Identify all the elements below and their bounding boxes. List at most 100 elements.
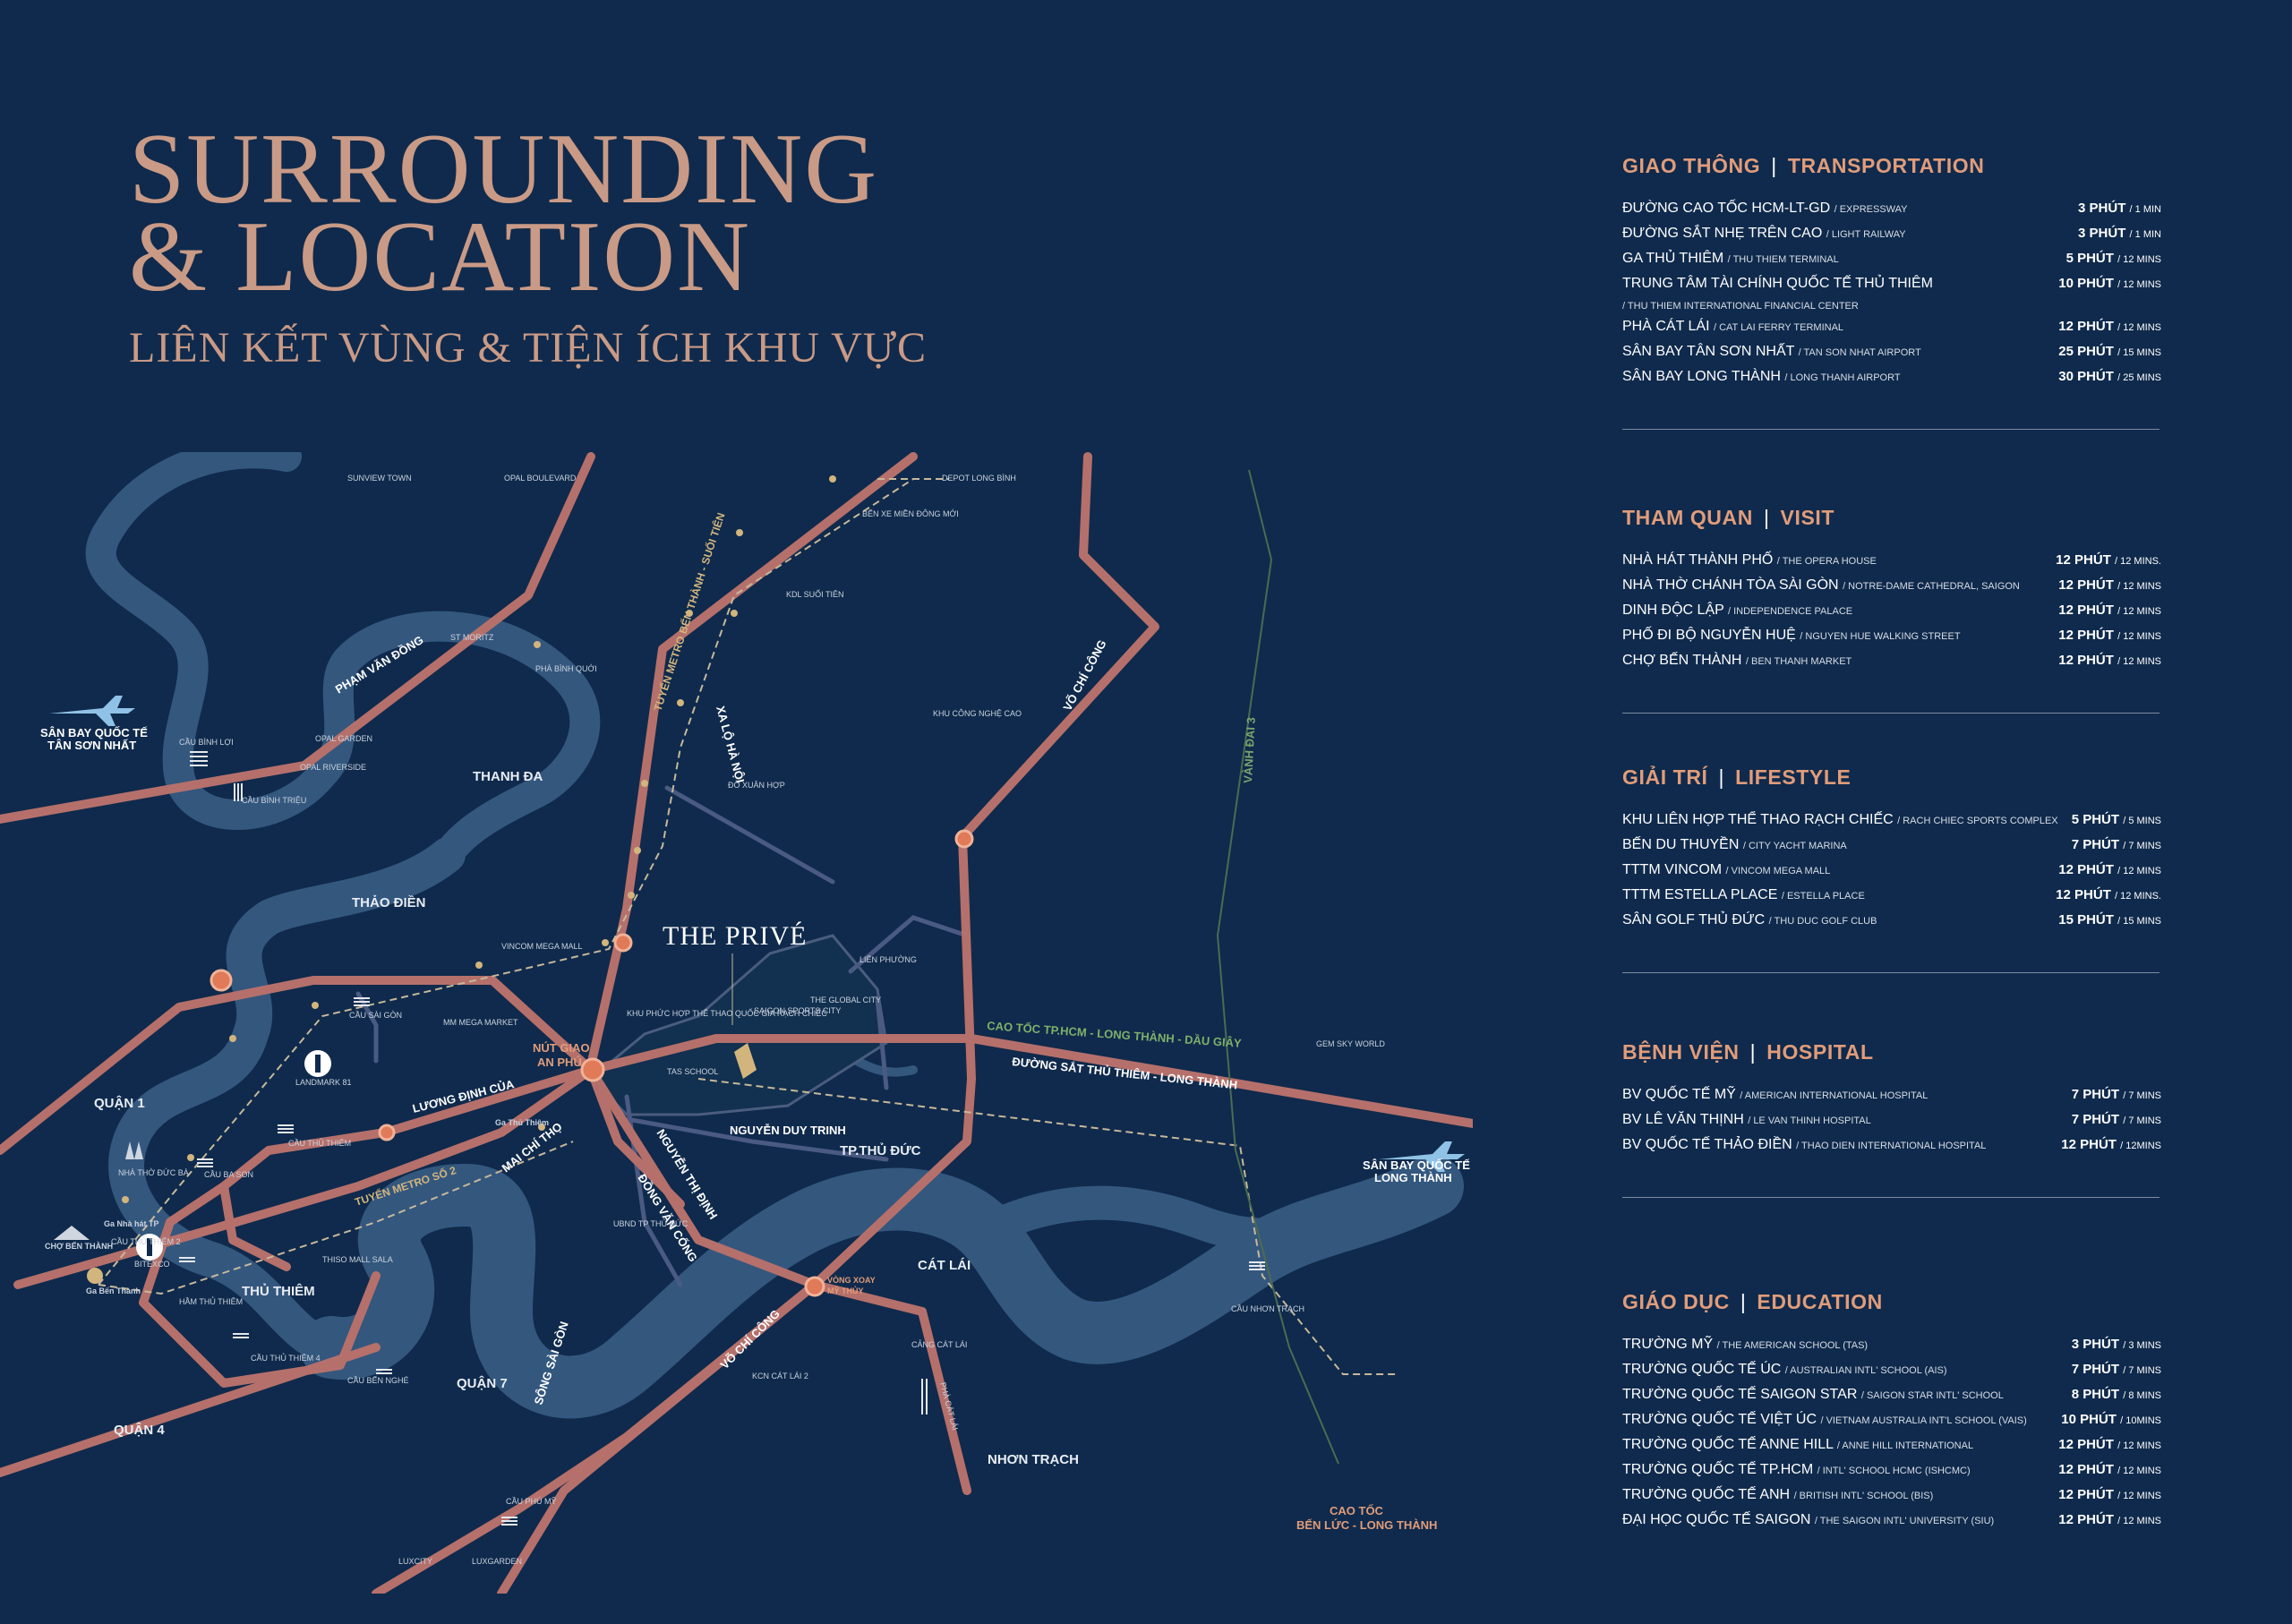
bridge-thu-thiem — [278, 1124, 294, 1133]
junction-vo-chi-cong — [954, 829, 974, 849]
list-item: ĐẠI HỌC QUỐC TẾ SAIGON / THE SAIGON INTL… — [1622, 1508, 2167, 1533]
junction-xa-lo — [613, 933, 633, 953]
item-time: 30 PHÚT — [2058, 369, 2114, 384]
heading-separator: | — [1749, 1040, 1757, 1064]
label-landmark: THISO MALL SALA — [322, 1255, 393, 1264]
label-landmark: CẦU BÌNH LỢI — [179, 738, 234, 747]
label-landmark: CẦU NHƠN TRẠCH — [1231, 1304, 1304, 1313]
item-time-en: / 8 MINS — [2123, 1390, 2161, 1401]
item-time: 12 PHÚT — [2058, 603, 2114, 618]
item-name-en: / THU DUC GOLF CLUB — [1768, 916, 1877, 927]
river-branch-east — [968, 1185, 1378, 1252]
district-cat-lai: CÁT LÁI — [918, 1258, 971, 1273]
label-landmark: KDL SUỐI TIÊN — [786, 589, 844, 599]
item-name: BV LÊ VĂN THỊNH — [1622, 1112, 1744, 1127]
label-landmark: THE GLOBAL CITY — [810, 996, 881, 1004]
ben-thanh-station-icon — [87, 1268, 103, 1284]
item-name: SÂN BAY LONG THÀNH — [1622, 369, 1781, 384]
item-name: TTTM VINCOM — [1622, 862, 1723, 877]
label-landmark: DEPOT LONG BÌNH — [942, 474, 1016, 483]
label-ga-thu-thiem: Ga Thủ Thiêm — [495, 1118, 549, 1127]
item-time-en: / 12 MINS. — [2115, 891, 2161, 902]
label-landmark: CẦU BA SON — [204, 1170, 253, 1179]
item-name-en: / NGUYEN HUE WALKING STREET — [1800, 631, 1961, 642]
label-nut-giao: NÚT GIAO — [533, 1041, 590, 1055]
item-name: KHU LIÊN HỢP THỂ THAO RẠCH CHIẾC — [1622, 812, 1894, 827]
district-quan-4: QUẬN 4 — [114, 1422, 165, 1438]
list-item: TRƯỜNG QUỐC TẾ ANH / BRITISH INTL' SCHOO… — [1622, 1483, 2167, 1508]
item-time: 12 PHÚT — [2058, 577, 2114, 593]
district-thanh-da: THANH ĐA — [473, 769, 543, 784]
ferry-cat-lai — [921, 1379, 928, 1415]
item-time-en: / 7 MINS — [2123, 841, 2161, 851]
station-labels: Ga Bến Thành Ga Thủ Thiêm CHỢ BẾN THÀNH … — [45, 1118, 549, 1295]
metro-line-2 — [98, 1141, 574, 1295]
label-landmark: LANDMARK 81 — [295, 1078, 352, 1087]
road-xa-lo-ha-noi — [586, 452, 918, 1070]
poi-dot — [736, 529, 743, 536]
secondary-roads — [355, 785, 970, 1287]
item-time-en: / 7 MINS — [2123, 1115, 2161, 1126]
poi-dot — [312, 1002, 319, 1009]
label-landmark: TAS SCHOOL — [667, 1067, 718, 1076]
item-name: TRƯỜNG MỸ — [1622, 1337, 1714, 1352]
junction-west-hanoi — [210, 969, 233, 992]
list-item: PHỐ ĐI BỘ NGUYỄN HUỆ / NGUYEN HUE WALKIN… — [1622, 623, 2167, 648]
item-name-en: / THU THIEM TERMINAL — [1727, 254, 1839, 265]
section-heading: BỆNH VIỆN|HOSPITAL — [1622, 1034, 2167, 1070]
item-name-en: / NOTRE-DAME CATHEDRAL, SAIGON — [1843, 581, 2020, 592]
label-landmark: KHU PHỨC HỢP THỂ THAO QUỐC GIA RẠCH CHIẾ… — [627, 1008, 827, 1018]
airplane-icon — [49, 696, 135, 726]
label-landmark: GEM SKY WORLD — [1316, 1039, 1385, 1048]
poi-dot — [829, 475, 836, 483]
label-landmark: HẦM THỦ THIÊM — [179, 1296, 243, 1306]
rail-thu-thiem-long-thanh — [697, 1078, 1397, 1375]
heading-vi: THAM QUAN — [1622, 506, 1753, 529]
item-time-en: / 3 MINS — [2123, 1340, 2161, 1351]
item-time: 12 PHÚT — [2061, 1137, 2117, 1152]
item-time-en: / 15 MINS — [2117, 347, 2161, 358]
poi-dot — [634, 847, 641, 854]
item-name: BV QUỐC TẾ THẢO ĐIỀN — [1622, 1137, 1792, 1152]
section-divider — [1622, 429, 2159, 430]
item-name: ĐẠI HỌC QUỐC TẾ SAIGON — [1622, 1512, 1811, 1527]
heading-en: TRANSPORTATION — [1787, 154, 1985, 177]
heading-separator: | — [1771, 154, 1777, 177]
road-luong-dinh-cua — [219, 1065, 595, 1271]
poi-dot — [628, 892, 635, 899]
item-name-en: / RACH CHIEC SPORTS COMPLEX — [1897, 816, 2058, 826]
heading-separator: | — [1740, 1290, 1747, 1313]
title-line-1: SURROUNDING — [129, 114, 879, 225]
label-expressway-south-1: CAO TỐC — [1330, 1504, 1384, 1517]
label-landmark: KHU CÔNG NGHỆ CAO — [933, 709, 1022, 718]
metro-line-1 — [98, 478, 914, 1286]
cathedral-icon — [125, 1141, 143, 1159]
main-roads — [0, 452, 1473, 1594]
list-item: NHÀ THỜ CHÁNH TÒA SÀI GÒN / NOTRE-DAME C… — [1622, 573, 2167, 598]
item-time: 12 PHÚT — [2058, 1487, 2114, 1502]
item-time-en: / 12 MINS — [2117, 631, 2161, 642]
item-time-en: / 15 MINS — [2117, 916, 2161, 927]
item-time: 12 PHÚT — [2058, 628, 2114, 643]
label-landmark: CẦU THỦ THIÊM 4 — [251, 1353, 321, 1363]
road-tran-nao — [355, 991, 379, 1064]
item-name-en: / EXPRESSWAY — [1834, 204, 1908, 215]
poi-dots — [122, 475, 836, 1203]
road-quan-7 — [0, 1343, 381, 1477]
label-airport-tsn-2: TÂN SƠN NHẤT — [47, 739, 136, 752]
item-time: 10 PHÚT — [2061, 1412, 2117, 1427]
item-time: 12 PHÚT — [2058, 1462, 2114, 1477]
item-time: 5 PHÚT — [2065, 251, 2114, 266]
item-name-en: / TAN SON NHAT AIRPORT — [1798, 347, 1921, 358]
heading-en: EDUCATION — [1757, 1290, 1883, 1313]
district-tp-thu-duc: TP.THỦ ĐỨC — [840, 1142, 921, 1158]
market-icon — [54, 1226, 90, 1240]
section-heading: GIẢI TRÍ|LIFESTYLE — [1622, 759, 2167, 795]
label-landmark: CẢNG CÁT LÁI — [911, 1339, 967, 1349]
item-time: 12 PHÚT — [2058, 1512, 2114, 1527]
